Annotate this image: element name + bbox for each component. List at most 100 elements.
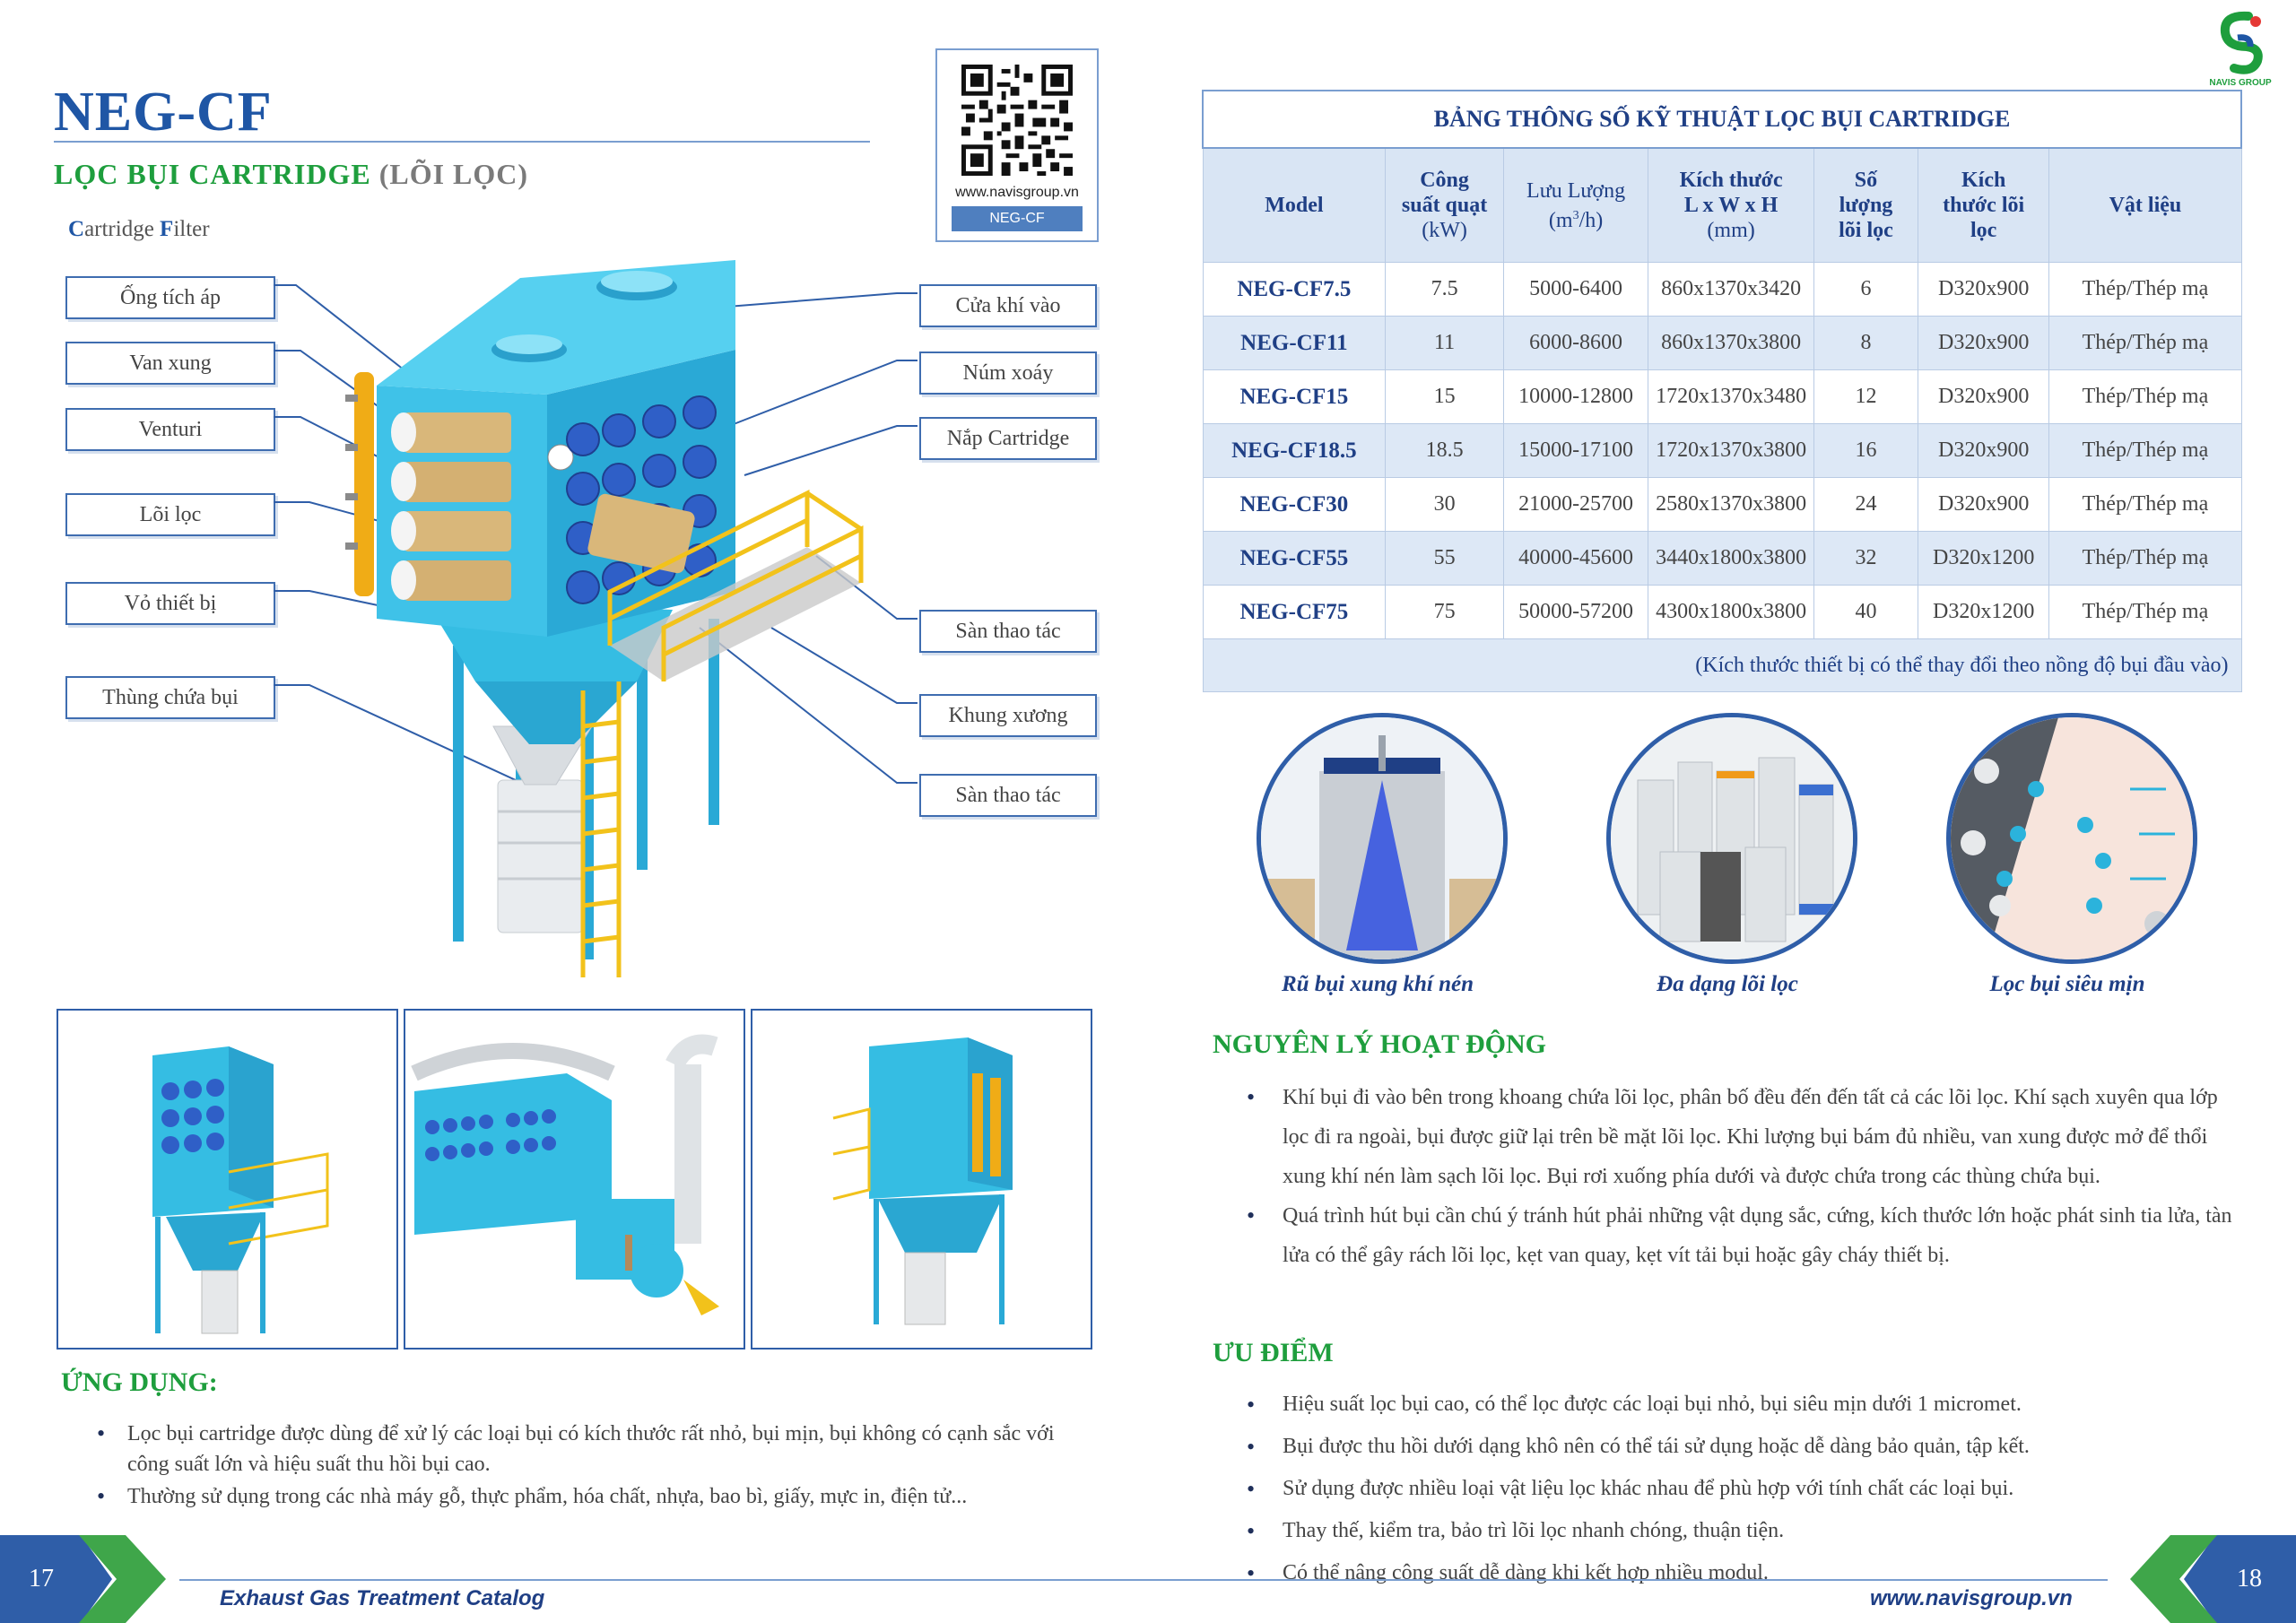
- label-venturi: Venturi: [65, 408, 275, 451]
- feature-image-fine: [1946, 713, 2197, 964]
- principle-heading: NGUYÊN LÝ HOẠT ĐỘNG: [1213, 1029, 1546, 1059]
- applications-heading: ỨNG DỤNG:: [61, 1367, 218, 1397]
- col-core-1: Kích: [1961, 169, 2006, 192]
- label-housing: Vỏ thiết bị: [65, 582, 275, 625]
- spec-cell: 40: [1813, 585, 1918, 639]
- model-title: NEG-CF: [54, 82, 273, 143]
- spec-cell-model: NEG-CF30: [1202, 477, 1387, 532]
- col-count-3: lõi lọc: [1839, 219, 1893, 242]
- spec-cell: 32: [1813, 531, 1918, 586]
- label-dust-bin: Thùng chứa bụi: [65, 676, 275, 719]
- spec-cell: 6: [1813, 262, 1918, 317]
- spec-cell: 15: [1385, 369, 1504, 424]
- col-size-1: Kích thước: [1679, 169, 1783, 192]
- col-count-1: Số: [1854, 169, 1878, 192]
- spec-cell: 24: [1813, 477, 1918, 532]
- spec-cell: 860x1370x3420: [1648, 262, 1814, 317]
- product-photo-single: [57, 1009, 398, 1350]
- spec-cell: Thép/Thép mạ: [2048, 369, 2242, 424]
- qr-code-icon: [961, 65, 1073, 176]
- spec-cell: D320x900: [1917, 262, 2050, 317]
- spec-cell-model: NEG-CF11: [1202, 316, 1387, 370]
- col-power-1: Công: [1420, 169, 1469, 192]
- spec-cell: 30: [1385, 477, 1504, 532]
- advantage-item: Thay thế, kiểm tra, bảo trì lõi lọc nhan…: [1220, 1510, 2242, 1552]
- subtitle-en-c: C: [68, 217, 85, 241]
- spec-table-caption: BẢNG THÔNG SỐ KỸ THUẬT LỌC BỤI CARTRIDGE: [1202, 90, 2242, 149]
- spec-cell: 1720x1370x3800: [1648, 423, 1814, 478]
- col-flow-3: /h): [1578, 208, 1604, 232]
- page-right-tab: [2130, 1535, 2296, 1623]
- spec-cell: D320x900: [1917, 316, 2050, 370]
- spec-cell: D320x900: [1917, 477, 2050, 532]
- feature-caption-fine: Lọc bụi siêu mịn: [1989, 972, 2145, 996]
- cartridge-filter-illustration: [345, 260, 864, 977]
- col-core-3: lọc: [1970, 219, 1997, 242]
- spec-cell: 18.5: [1385, 423, 1504, 478]
- spec-cell: 4300x1800x3800: [1648, 585, 1814, 639]
- logo-text: NAVIS GROUP: [2209, 78, 2272, 88]
- label-accumulator-pipe: Ống tích áp: [65, 276, 275, 319]
- spec-table: BẢNG THÔNG SỐ KỸ THUẬT LỌC BỤI CARTRIDGE…: [1202, 90, 2242, 692]
- spec-cell: 7.5: [1385, 262, 1504, 317]
- spec-cell: 1720x1370x3480: [1648, 369, 1814, 424]
- label-cartridge-cap: Nắp Cartridge: [919, 417, 1097, 460]
- application-item: Thường sử dụng trong các nhà máy gỗ, thự…: [90, 1481, 1094, 1512]
- feature-caption-cores: Đa dạng lõi lọc: [1657, 972, 1798, 996]
- subtitle-en-2: ilter: [173, 217, 210, 241]
- col-model: Model: [1202, 147, 1387, 263]
- principle-item: Quá trình hút bụi cần chú ý tránh hút ph…: [1220, 1196, 2242, 1275]
- spec-cell: D320x900: [1917, 369, 2050, 424]
- label-platform-1: Sàn thao tác: [919, 610, 1097, 653]
- label-platform-2: Sàn thao tác: [919, 774, 1097, 817]
- advantage-item: Bụi được thu hồi dưới dạng khô nên có th…: [1220, 1426, 2242, 1468]
- spec-cell: 16: [1813, 423, 1918, 478]
- subtitle-english: Cartridge Filter: [68, 217, 210, 242]
- spec-cell: 12: [1813, 369, 1918, 424]
- advantages-heading: ƯU ĐIỂM: [1213, 1338, 1334, 1367]
- spec-cell: 50000-57200: [1502, 585, 1649, 639]
- spec-cell: 860x1370x3800: [1648, 316, 1814, 370]
- spec-table-note: (Kích thước thiết bị có thể thay đổi the…: [1202, 638, 2242, 692]
- col-size-2: L x W x H: [1683, 194, 1779, 217]
- qr-code-box[interactable]: www.navisgroup.vn NEG-CF: [935, 48, 1099, 242]
- spec-cell: Thép/Thép mạ: [2048, 262, 2242, 317]
- col-size-3: (mm): [1707, 219, 1755, 242]
- spec-cell: 5000-6400: [1502, 262, 1649, 317]
- spec-cell: 2580x1370x3800: [1648, 477, 1814, 532]
- feature-image-cores: [1606, 713, 1857, 964]
- spec-cell: 15000-17100: [1502, 423, 1649, 478]
- advantages-list: Hiệu suất lọc bụi cao, có thể lọc được c…: [1220, 1384, 2242, 1594]
- title-divider: [54, 141, 870, 143]
- spec-cell: D320x1200: [1917, 585, 2050, 639]
- application-item: Lọc bụi cartridge được dùng để xử lý các…: [90, 1419, 1094, 1480]
- spec-cell: Thép/Thép mạ: [2048, 477, 2242, 532]
- spec-cell-model: NEG-CF15: [1202, 369, 1387, 424]
- col-core-2: thước lõi: [1943, 194, 2025, 217]
- col-flow: Lưu Lượng(m3/h): [1502, 147, 1649, 263]
- col-flow-sup: 3: [1572, 208, 1579, 222]
- col-count-2: lượng: [1839, 194, 1893, 217]
- subtitle-main: LỌC BỤI CARTRIDGE: [54, 158, 371, 190]
- page-number-left: 17: [29, 1565, 54, 1593]
- navis-logo-icon: [2220, 11, 2263, 74]
- advantage-item: Có thể nâng công suất dễ dàng khi kết hợ…: [1220, 1552, 2242, 1594]
- applications-list: Lọc bụi cartridge được dùng để xử lý các…: [90, 1419, 1094, 1512]
- footer-website[interactable]: www.navisgroup.vn: [1870, 1586, 2073, 1610]
- label-swirl-knob: Núm xoáy: [919, 352, 1097, 395]
- spec-cell: D320x1200: [1917, 531, 2050, 586]
- col-power-2: suất quạt: [1401, 194, 1488, 217]
- subtitle-paren: (LÕI LỌC): [378, 158, 529, 190]
- col-material: Vật liệu: [2048, 147, 2242, 263]
- spec-cell: 10000-12800: [1502, 369, 1649, 424]
- spec-cell: 75: [1385, 585, 1504, 639]
- subtitle-en-1: artridge: [84, 217, 161, 241]
